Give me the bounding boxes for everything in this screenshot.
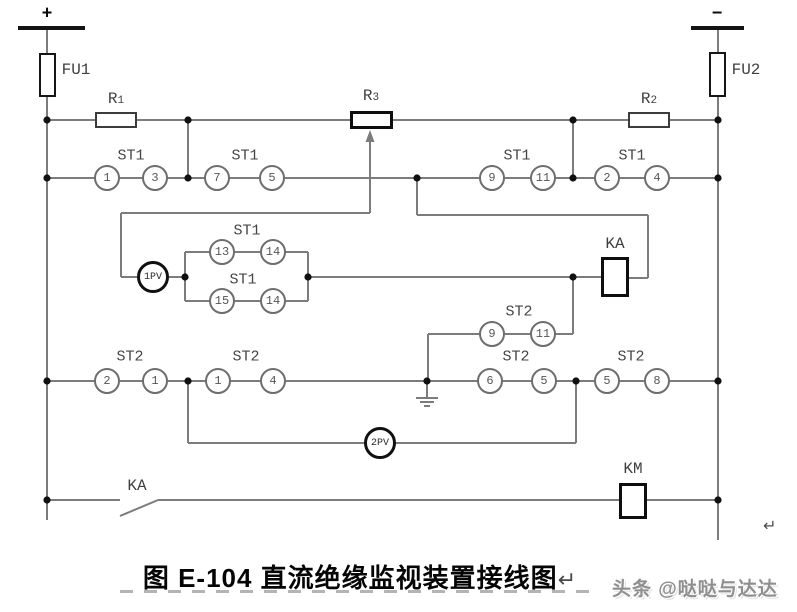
- figure-caption: 图 E-104 直流绝缘监视装置接线图↵: [142, 563, 578, 593]
- switch-label: ST1: [503, 147, 531, 165]
- resistor-r1-symbol: [95, 112, 137, 128]
- terminal-circle: 7: [204, 165, 230, 191]
- contactor-km-coil-label: KM: [623, 460, 643, 478]
- junction-dot: [304, 273, 312, 281]
- junction-dot: [714, 496, 722, 504]
- junction-dot: [43, 377, 51, 385]
- terminal-circle: 14: [260, 288, 286, 314]
- switch-label: ST1: [229, 271, 257, 289]
- terminal-circle: 9: [479, 321, 505, 347]
- terminal-circle: 2: [594, 165, 620, 191]
- terminal-circle: 2: [94, 368, 120, 394]
- terminal-circle: 6: [477, 368, 503, 394]
- switch-label: ST1: [233, 222, 261, 240]
- terminal-circle: 14: [260, 239, 286, 265]
- junction-dot: [423, 377, 431, 385]
- junction-dot: [714, 116, 722, 124]
- resistor-r3-symbol: [350, 111, 393, 129]
- fuse-fu1-symbol: [39, 53, 56, 97]
- terminal-circle: 5: [531, 368, 557, 394]
- switch-label: ST1: [231, 147, 259, 165]
- junction-dot: [43, 174, 51, 182]
- terminal-circle: 1: [142, 368, 168, 394]
- junction-dot: [714, 174, 722, 182]
- return-mark-icon: ↵: [763, 516, 777, 535]
- junction-dot: [43, 496, 51, 504]
- switch-label: ST1: [117, 147, 145, 165]
- fuse-fu2-label: FU2: [731, 61, 761, 79]
- switch-label: ST2: [617, 348, 645, 366]
- resistor-r1-label: R1: [107, 90, 125, 108]
- relay-ka-coil-label: KA: [605, 235, 625, 253]
- junction-dot: [569, 116, 577, 124]
- terminal-circle: 11: [530, 165, 556, 191]
- switch-label: ST2: [502, 348, 530, 366]
- resistor-r2-label: R2: [640, 90, 658, 108]
- resistor-r3-label: R3: [362, 87, 380, 105]
- wire-segment: [119, 499, 159, 517]
- junction-dot: [43, 116, 51, 124]
- terminal-circle: 5: [259, 165, 285, 191]
- terminal-circle: 15: [209, 288, 235, 314]
- return-mark-icon: ↵: [557, 567, 578, 592]
- fuse-fu2-symbol: [709, 52, 726, 97]
- terminal-circle: 3: [142, 165, 168, 191]
- resistor-r2-symbol: [628, 112, 670, 128]
- negative-terminal-label: −: [711, 2, 723, 23]
- terminal-circle: 9: [479, 165, 505, 191]
- junction-dot: [572, 377, 580, 385]
- junction-dot: [714, 377, 722, 385]
- fuse-fu1-label: FU1: [61, 61, 91, 79]
- contactor-km-coil-symbol: [619, 483, 647, 519]
- ka-contact-label: KA: [127, 477, 147, 495]
- switch-label: ST2: [505, 303, 533, 321]
- watermark-text: 头条 @哒哒与达达: [612, 579, 778, 600]
- junction-dot: [413, 174, 421, 182]
- terminal-circle: 1: [94, 165, 120, 191]
- terminal-circle: 5: [594, 368, 620, 394]
- terminal-circle: 13: [209, 239, 235, 265]
- terminal-circle: 4: [644, 165, 670, 191]
- junction-dot: [569, 273, 577, 281]
- junction-dot: [184, 377, 192, 385]
- terminal-circle: 4: [260, 368, 286, 394]
- switch-label: ST2: [116, 348, 144, 366]
- junction-dot: [184, 116, 192, 124]
- switch-label: ST2: [232, 348, 260, 366]
- terminal-circle: 11: [530, 321, 556, 347]
- cut-off-text-row: [120, 590, 592, 593]
- positive-terminal-label: +: [41, 2, 53, 23]
- junction-dot: [569, 174, 577, 182]
- junction-dot: [181, 273, 189, 281]
- switch-label: ST1: [618, 147, 646, 165]
- voltmeter-2pv-symbol: 2PV: [364, 427, 396, 459]
- terminal-circle: 8: [644, 368, 670, 394]
- junction-dot: [184, 174, 192, 182]
- voltmeter-1pv-symbol: 1PV: [137, 261, 169, 293]
- relay-ka-coil-symbol: [601, 257, 629, 297]
- wiper-arrow-icon: [365, 130, 375, 142]
- terminal-circle: 1: [205, 368, 231, 394]
